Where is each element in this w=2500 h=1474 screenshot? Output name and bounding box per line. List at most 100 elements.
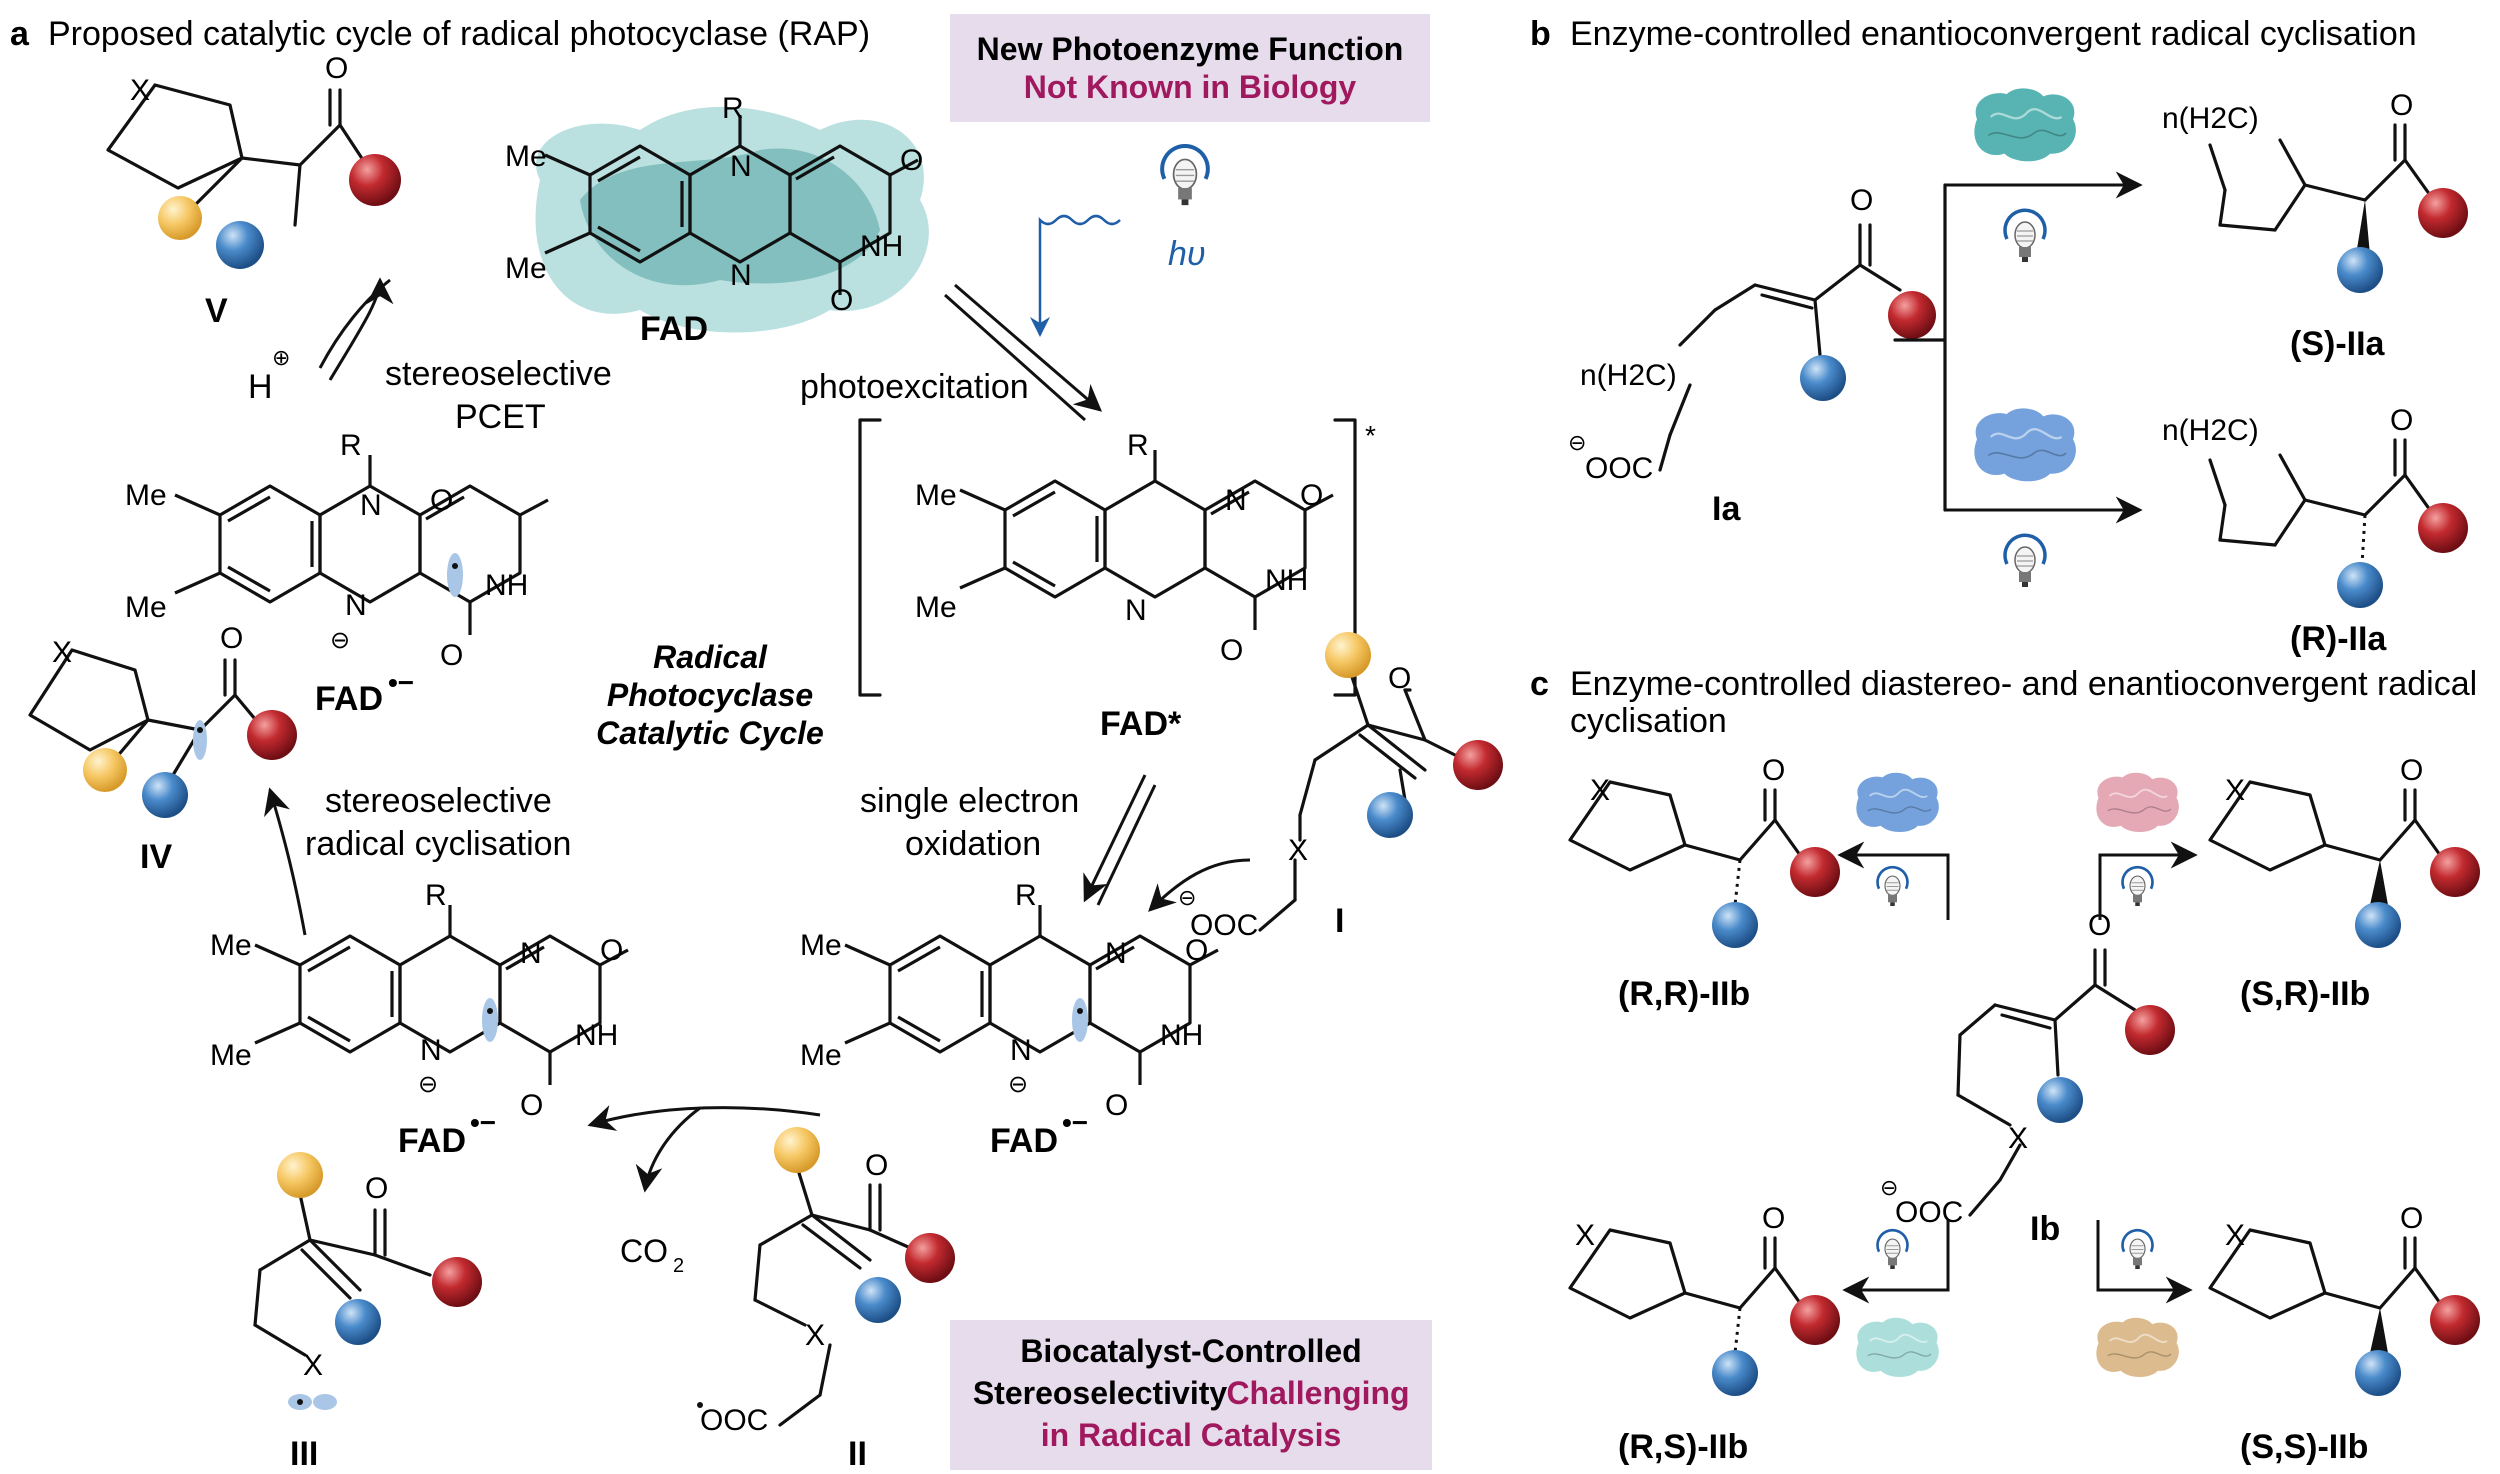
product-S-IIa: n(H2C) O (S)-IIa (2162, 89, 2468, 363)
fadb-n: N (520, 937, 542, 970)
panel-a-title: Proposed catalytic cycle of radical phot… (48, 15, 870, 53)
panel-c: c Enzyme-controlled diastereo- and enant… (1530, 665, 2480, 1466)
fadr-me-1: Me (800, 929, 842, 962)
fadb-label: FAD (398, 1122, 466, 1160)
ia-chain: n(H2C) (1580, 359, 1677, 392)
fad-o2: O (830, 284, 853, 317)
enzyme-blue-c-icon (1855, 771, 1940, 833)
cyclisation-label-1: stereoselective (325, 782, 552, 820)
ib-o: O (2088, 909, 2111, 942)
fads-o: O (1300, 479, 1323, 512)
fad-n2: N (730, 259, 752, 292)
label-RS-IIb: (R,S)-IIb (1618, 1428, 1748, 1466)
fadl-o2: O (440, 639, 463, 672)
box-new-function-line2: Not Known in Biology (1024, 69, 1357, 105)
cycle-title-line1: Radical (653, 639, 768, 675)
lightbulb-c3-icon (1876, 1228, 1909, 1271)
fads-o2: O (1220, 634, 1243, 667)
panel-b-arrows (1893, 171, 2143, 524)
fadb-n2: N (420, 1034, 442, 1067)
rr-x: X (1590, 774, 1610, 807)
compound-I: O X OOC ⊖ I (1178, 632, 1503, 942)
compound-III: O X III (253, 1152, 482, 1473)
fad-me-1: Me (505, 140, 547, 173)
cycle-title-line2: Photocyclase (607, 677, 813, 713)
co2-label: CO (620, 1233, 668, 1269)
sr-o: O (2400, 754, 2423, 787)
ss-o: O (2400, 1202, 2423, 1235)
box-stereo-line2b: Challenging (1226, 1375, 1409, 1411)
label-V: V (205, 292, 228, 330)
decarboxylation-arrow (587, 1105, 821, 1131)
panel-c-letter: c (1530, 665, 1549, 703)
product-SR-IIb: X O (S,R)-IIb (2208, 754, 2480, 1013)
svg-text:•−: •− (470, 1107, 496, 1138)
i-ooc: OOC (1190, 909, 1258, 942)
i-o: O (1388, 662, 1411, 695)
label-S-IIa: (S)-IIa (2290, 325, 2386, 363)
label-R-IIa: (R)-IIa (2290, 620, 2387, 658)
fadr-nh: NH (1160, 1019, 1203, 1052)
s-iia-chain: n(H2C) (2162, 102, 2259, 135)
fadl-me-2: Me (125, 591, 167, 624)
fadl-n: N (360, 489, 382, 522)
ia-ooc: OOC (1585, 452, 1653, 485)
fads-n2: N (1125, 594, 1147, 627)
enzyme-pink-icon (2095, 771, 2180, 833)
product-RS-IIb: X O (R,S)-IIb (1568, 1202, 1840, 1466)
fadl-n2: N (345, 589, 367, 622)
label-II: II (848, 1435, 867, 1473)
fad-label: FAD (640, 310, 708, 348)
compound-II: O X OOC II (697, 1127, 955, 1473)
substrate-Ib: O X OOC ⊖ Ib (1880, 909, 2175, 1248)
fad-star-asterisk: * (1365, 420, 1376, 451)
fadb-o: O (600, 934, 623, 967)
fad-n: N (730, 150, 752, 183)
s-iia-o: O (2390, 89, 2413, 122)
co2-subscript: 2 (673, 1255, 684, 1277)
fad-radical-bottom: Me Me R N O NH N O ⊖ FAD •− (210, 879, 630, 1160)
v-o: O (325, 52, 348, 85)
svg-text:⊖: ⊖ (418, 1071, 438, 1098)
fadl-o: O (430, 484, 453, 517)
ib-ooc: OOC (1895, 1196, 1963, 1229)
product-RR-IIb: X O (R,R)-IIb (1568, 754, 1840, 1013)
fadb-o2: O (520, 1089, 543, 1122)
svg-text:⊖: ⊖ (1178, 885, 1196, 910)
fadb-me-2: Me (210, 1039, 252, 1072)
fadl-label: FAD (315, 680, 383, 718)
box-stereo-line2a: Stereoselectivity (973, 1375, 1228, 1411)
lightbulb-icon (1162, 146, 1208, 205)
iii-o: O (365, 1172, 388, 1205)
fad-star-label: FAD* (1100, 705, 1182, 743)
fadr-n2: N (1010, 1034, 1032, 1067)
ii-x: X (805, 1319, 825, 1352)
cycle-title-line3: Catalytic Cycle (596, 715, 824, 751)
box-new-function-line1: New Photoenzyme Function (977, 31, 1404, 67)
fads-nh: NH (1265, 564, 1308, 597)
svg-text:⊖: ⊖ (1880, 1175, 1898, 1200)
label-III: III (290, 1435, 318, 1473)
pcet-label-2: PCET (455, 398, 546, 436)
fadr-label: FAD (990, 1122, 1058, 1160)
compound-V: X O V (106, 52, 401, 330)
fads-r: R (1127, 429, 1149, 462)
panel-c-title-line1: Enzyme-controlled diastereo- and enantio… (1570, 665, 2477, 703)
fadl-nh: NH (485, 569, 528, 602)
fadl-me-1: Me (125, 479, 167, 512)
fadr-me-2: Me (800, 1039, 842, 1072)
ib-x: X (2008, 1122, 2028, 1155)
compound-IV: X O IV (28, 622, 297, 876)
fadr-o2: O (1105, 1089, 1128, 1122)
lightbulb-c1-icon (1876, 865, 1909, 908)
fad-enzyme: Me Me R N N O NH O FAD (505, 92, 929, 348)
svg-text:•−: •− (388, 667, 414, 698)
iii-x: X (303, 1349, 323, 1382)
set-arrows (1083, 774, 1251, 912)
lightbulb-b1-icon (2003, 208, 2047, 264)
r-iia-o: O (2390, 404, 2413, 437)
cyclisation-label-2: radical cyclisation (305, 825, 571, 863)
label-IV: IV (140, 838, 172, 876)
proton-label: H (248, 368, 273, 406)
